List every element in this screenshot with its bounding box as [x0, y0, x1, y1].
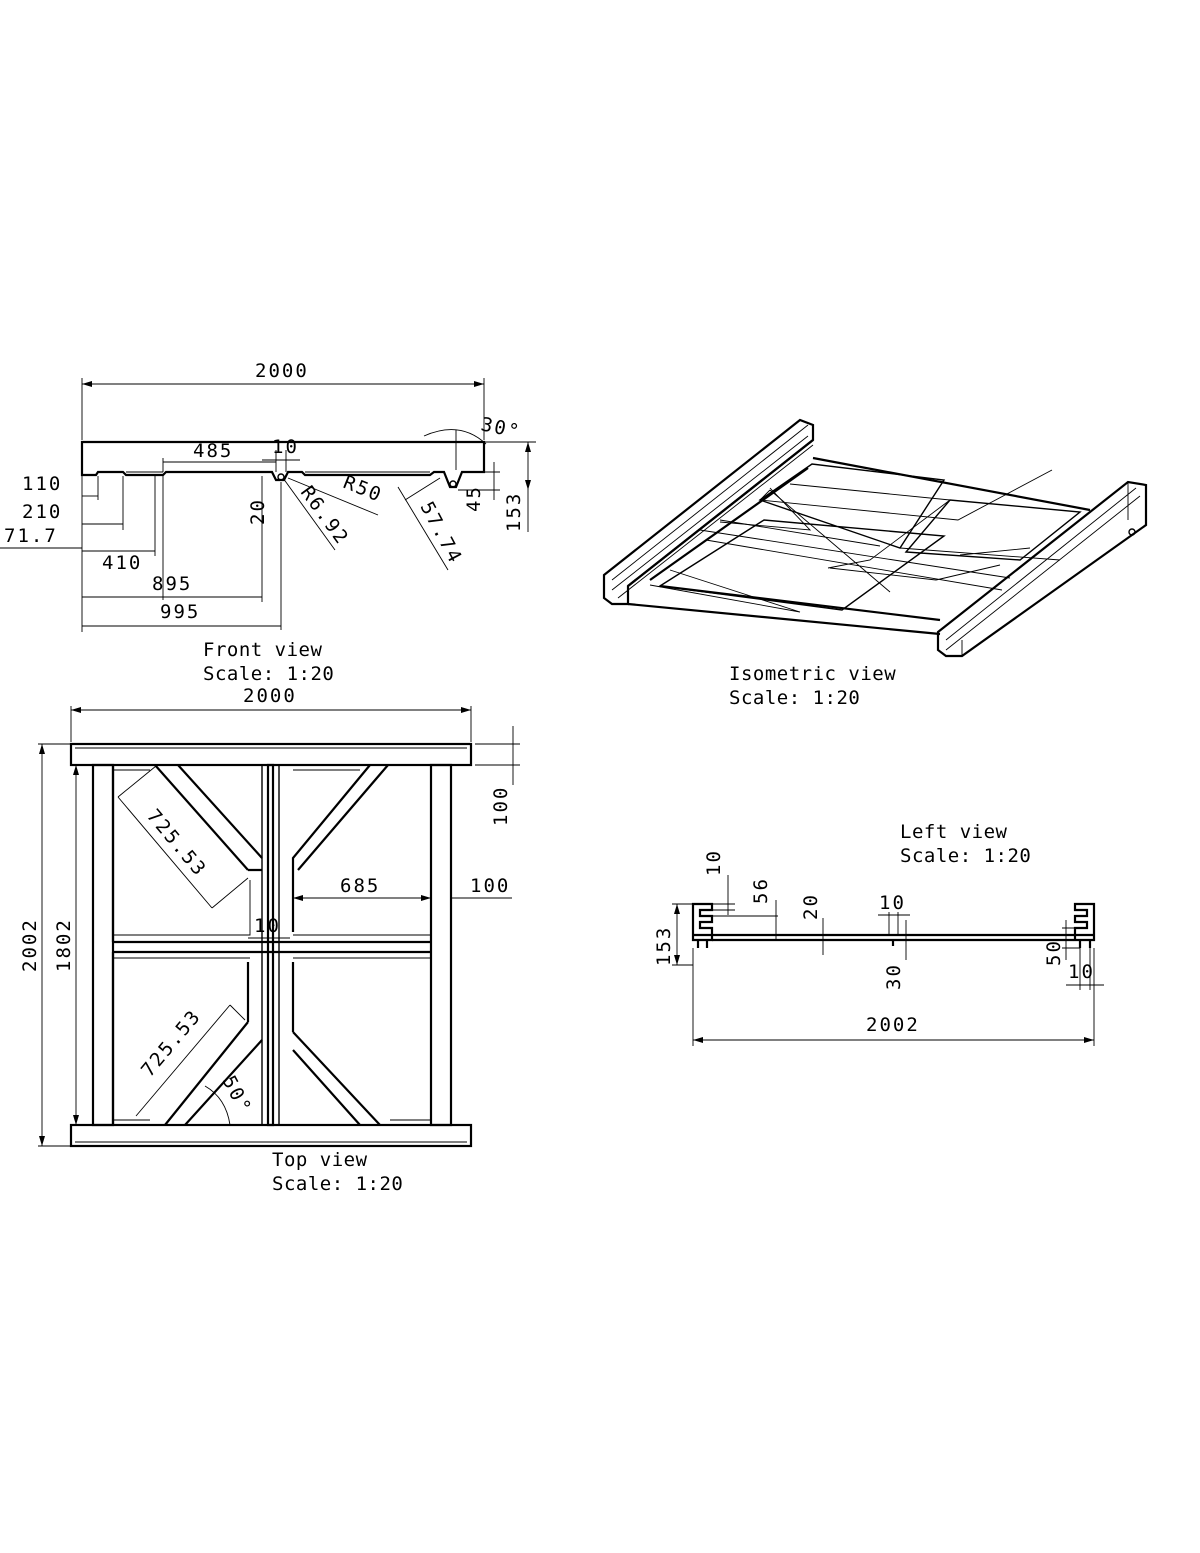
dim-front-210: 210	[22, 501, 62, 523]
dim-front-r50: R50	[340, 471, 386, 507]
arrow	[693, 1037, 703, 1043]
arrow	[674, 955, 680, 965]
arrow	[421, 895, 431, 901]
dim-front-485: 485	[193, 440, 233, 462]
top-side-left	[91, 763, 115, 1127]
dim-front-10: 10	[272, 436, 299, 458]
dim-front-angle: 30°	[479, 413, 523, 443]
dim-front-110: 110	[22, 473, 62, 495]
dim-left-2002: 2002	[866, 1014, 920, 1036]
top-rail-lower	[69, 1123, 473, 1148]
iso-view-scale: Scale: 1:20	[729, 687, 860, 709]
top-rail-upper	[69, 742, 473, 767]
arrow	[71, 707, 81, 713]
dim-left-56: 56	[750, 877, 772, 904]
top-diag-lr	[291, 962, 381, 1126]
dim-top-100-v: 100	[490, 786, 512, 826]
dim-line	[404, 477, 441, 501]
iso-view-title: Isometric view	[729, 663, 896, 685]
arrow	[39, 744, 45, 754]
dim-left-30: 30	[883, 963, 905, 990]
iso-right-rail	[936, 480, 1148, 658]
dim-top-width: 2000	[243, 685, 297, 707]
isometric-view: Isometric view Scale: 1:20	[602, 418, 1148, 709]
front-hole-center	[277, 473, 285, 481]
dim-front-995: 995	[160, 601, 200, 623]
dim-front-57-74: 57.74	[416, 498, 467, 568]
dim-front-20: 20	[247, 498, 269, 525]
top-view: 2000 100 685 100 10 725.53 725.53 50°	[19, 685, 520, 1195]
front-view-outline	[80, 440, 486, 489]
arrow	[73, 1115, 79, 1125]
ext-line	[117, 765, 157, 798]
angle-arc	[204, 1085, 231, 1126]
dim-front-71-7: 71.7	[4, 525, 58, 547]
ext-line	[229, 1004, 246, 1021]
arrow	[674, 904, 680, 914]
front-hole-right	[449, 480, 457, 488]
arrow	[39, 1136, 45, 1146]
ext-line	[211, 877, 249, 909]
left-view-title: Left view	[900, 821, 1008, 843]
dim-top-angle: 50°	[218, 1072, 256, 1118]
dim-line-diag	[135, 1004, 231, 1117]
front-view-title: Front view	[203, 639, 322, 661]
top-side-right	[429, 763, 453, 1127]
top-diag-ur	[291, 764, 389, 932]
top-view-title: Top view	[272, 1149, 368, 1171]
arrow	[525, 442, 531, 452]
left-view-scale: Scale: 1:20	[900, 845, 1031, 867]
iso-foot	[1128, 528, 1136, 536]
top-diag-ul	[154, 764, 263, 872]
top-panel-inner	[113, 769, 431, 1121]
iso-left-rail-lines	[611, 424, 814, 600]
dim-top-100-h: 100	[470, 875, 510, 897]
dim-line-diag	[117, 796, 213, 909]
iso-frame-outer	[627, 456, 1091, 636]
leader-line	[397, 486, 449, 571]
arrow	[461, 707, 471, 713]
iso-panels	[657, 463, 1082, 611]
dim-top-685: 685	[340, 875, 380, 897]
iso-left-rail-edge	[627, 439, 814, 587]
arrow	[82, 381, 92, 387]
front-view: 2000 485 10 30° 110 210 71.7 410 895	[0, 360, 536, 685]
arrow	[525, 480, 531, 490]
top-diag-ll	[164, 962, 263, 1126]
leader-line	[282, 477, 336, 551]
dim-front-153: 153	[503, 492, 525, 532]
dim-top-725-lower: 725.53	[137, 1005, 206, 1081]
dim-left-50: 50	[1043, 939, 1065, 966]
arrow	[1084, 1037, 1094, 1043]
iso-right-rail-lines	[945, 482, 1141, 656]
dim-left-10a: 10	[703, 849, 725, 876]
iso-left-rail	[602, 418, 815, 606]
angle-arc	[423, 429, 487, 445]
leader-line	[287, 477, 379, 516]
iso-cross-members	[649, 469, 1053, 613]
iso-diagonals	[719, 487, 1061, 561]
top-view-scale: Scale: 1:20	[272, 1173, 403, 1195]
dim-front-895: 895	[152, 573, 192, 595]
dim-left-10b: 10	[879, 892, 906, 914]
dim-top-10: 10	[254, 915, 281, 937]
dim-front-width: 2000	[255, 360, 309, 382]
dim-left-153: 153	[653, 926, 675, 966]
dim-left-10c: 10	[1068, 961, 1095, 983]
dim-top-1802: 1802	[53, 918, 75, 972]
arrow	[73, 765, 79, 775]
dim-top-2002: 2002	[19, 918, 41, 972]
arrow	[293, 895, 303, 901]
dim-front-410: 410	[102, 552, 142, 574]
dim-left-20: 20	[800, 893, 822, 920]
top-center-spine	[266, 763, 275, 1127]
left-view: Left view Scale: 1:20 10 56 20 10 30	[653, 821, 1104, 1046]
left-channel-right	[1073, 902, 1096, 942]
front-view-scale: Scale: 1:20	[203, 663, 334, 685]
dim-front-45: 45	[463, 485, 485, 512]
arrow	[474, 381, 484, 387]
